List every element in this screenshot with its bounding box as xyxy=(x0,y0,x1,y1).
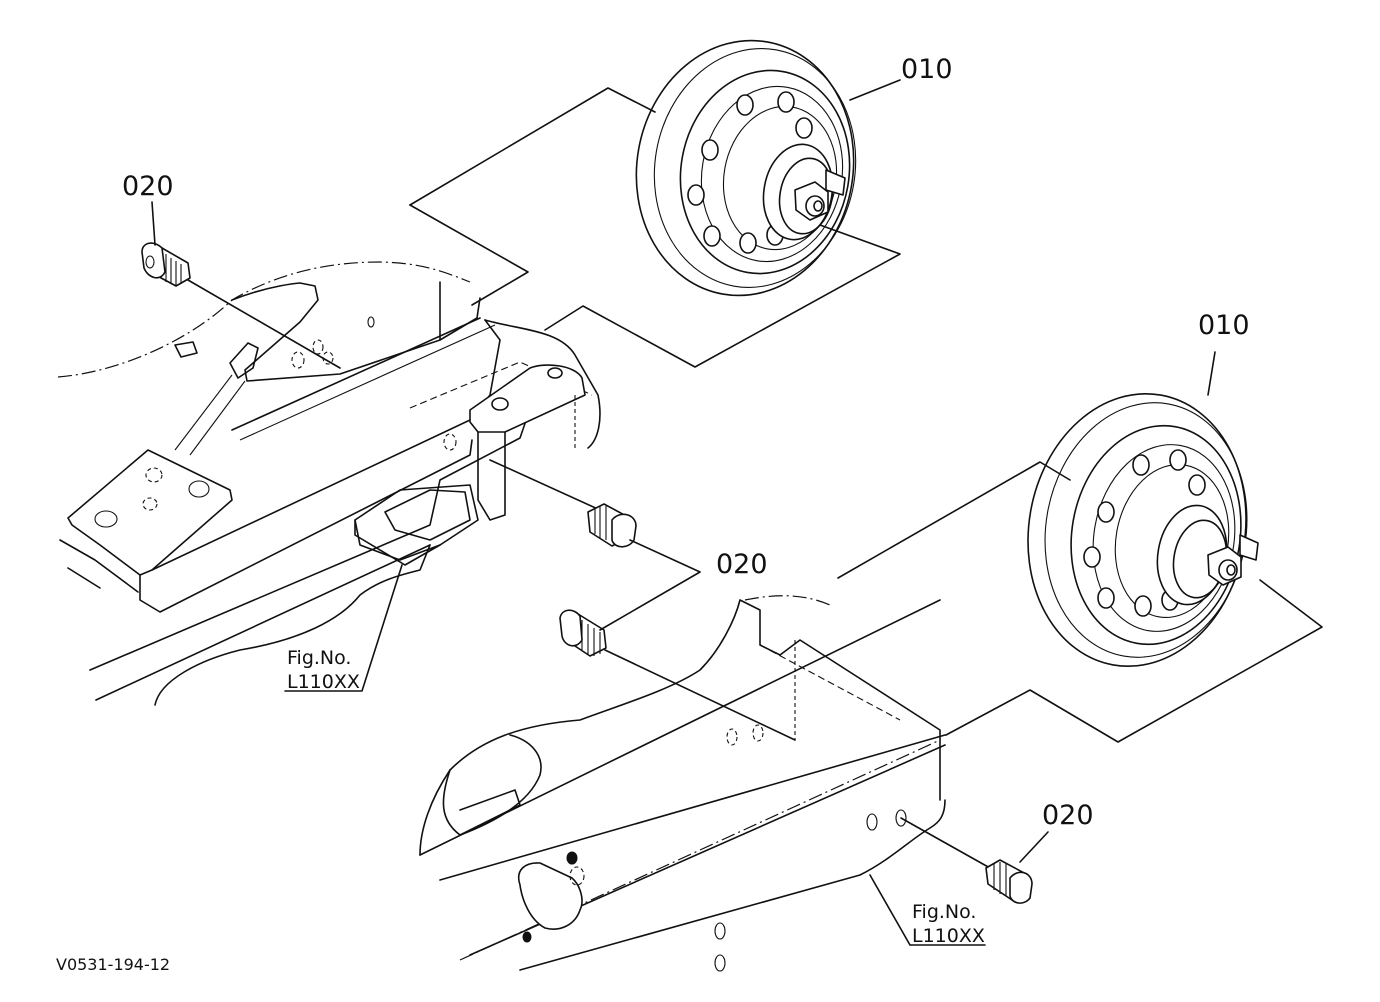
bolt-middle-lower xyxy=(559,609,796,741)
idler-wheel-upper xyxy=(635,39,857,297)
fig-ref-right-line1: Fig.No. xyxy=(912,901,976,923)
callout-020-middle: 020 xyxy=(716,549,768,580)
bolt-bottom-right xyxy=(900,817,1033,904)
callout-010-upper: 010 xyxy=(901,54,953,85)
drawing-code: V0531-194-12 xyxy=(56,955,170,974)
fig-ref-left-line1: Fig.No. xyxy=(287,647,351,669)
left-track-frame xyxy=(57,261,601,706)
figure-reference-left: Fig.No. L110XX xyxy=(287,647,360,693)
leader-lines xyxy=(151,79,1216,946)
fig-ref-right-line2: L110XX xyxy=(912,925,985,947)
callout-labels: 010 010 020 020 020 xyxy=(122,54,1250,831)
right-track-frame xyxy=(419,595,946,972)
callout-020-top-left: 020 xyxy=(122,171,174,202)
bolt-middle-upper xyxy=(489,459,637,548)
fig-ref-left-line2: L110XX xyxy=(287,671,360,693)
callout-010-lower: 010 xyxy=(1198,310,1250,341)
idler-wheel-lower xyxy=(1027,392,1259,668)
callout-020-bottom-right: 020 xyxy=(1042,800,1094,831)
figure-reference-right: Fig.No. L110XX xyxy=(912,901,985,947)
assembly-planes xyxy=(409,87,1323,743)
bolt-top-left xyxy=(141,242,341,369)
